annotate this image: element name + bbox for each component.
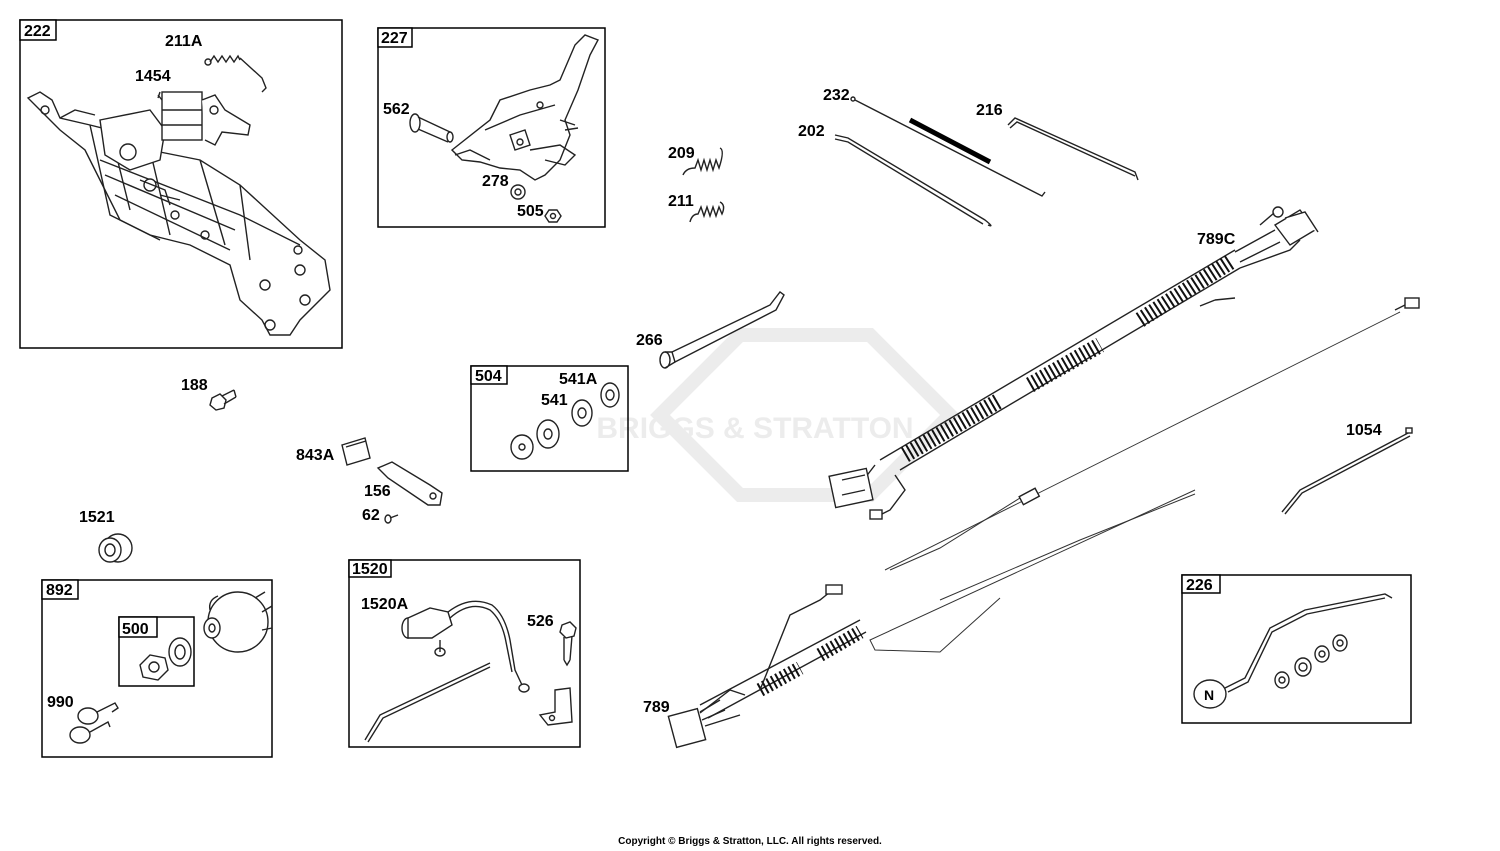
group-226[interactable]: 226 N [1181,574,1412,724]
part-label-188: 188 [181,377,208,394]
box-1520-label: 1520 [352,561,388,578]
switch-1520a-icon [401,600,530,693]
box-500-tag [118,616,158,638]
box-892-frame [41,579,273,758]
rod-202-icon [834,134,992,227]
cap-1521-icon [98,533,133,563]
box-226-tag [1181,574,1221,594]
box-892-tag [41,579,79,600]
group-504[interactable]: 504 541A 541 [470,365,629,472]
control-bracket-1454-icon [157,91,251,146]
lever-156-icon [376,461,443,506]
box-227-label: 227 [381,30,408,47]
part-label-789: 789 [643,699,670,716]
cable-tie-1054-icon [1281,427,1413,515]
part-label-1521: 1521 [79,509,115,526]
washer-541-icon [571,399,593,427]
part-label-202: 202 [798,123,825,140]
part-label-843a: 843A [296,447,335,464]
choke-cable-icon: N [1193,593,1393,709]
svg-text:N: N [1204,687,1214,703]
spring-211a-icon [204,54,267,93]
box-227-tag [377,27,413,48]
box-892-label: 892 [46,582,73,599]
spring-211-icon [689,201,725,223]
group-222[interactable]: 222 [19,19,343,349]
part-label-1054: 1054 [1346,422,1382,439]
rod-232-icon [850,96,1046,197]
rod-216-icon [1007,117,1139,181]
pad-843a-icon [341,437,371,466]
bracket-icon [538,687,573,726]
box-500-label: 500 [122,621,149,638]
part-label-541: 541 [541,392,568,409]
box-504-tag [470,365,508,385]
briggs-stratton-watermark: BRIGGS & STRATTON [596,328,960,502]
cable-tie-icon [364,662,491,743]
group-1520[interactable]: 1520 1520A 526 [348,559,581,748]
part-label-278: 278 [482,173,509,190]
washer-278-icon [510,184,526,200]
governor-bracket-icon [26,91,331,336]
nut-icon [139,654,169,681]
part-label-789c: 789C [1197,231,1236,248]
screw-526-icon [559,621,577,667]
part-label-211a: 211A [165,33,203,50]
box-1520-tag [348,559,392,578]
box-222-tag [19,19,57,41]
part-label-266: 266 [636,332,663,349]
box-222-label: 222 [24,23,51,40]
box-504-frame [470,365,629,472]
box-1520-frame [348,559,581,748]
lock-washer-icon [168,637,192,667]
box-222-frame [19,19,343,349]
washer-541a-icon [600,382,620,408]
box-227-frame [377,27,606,228]
box-504-label: 504 [475,368,502,385]
part-label-1454: 1454 [135,68,171,85]
wire-harness-789-icon [667,297,1420,749]
ignition-switch-icon [203,591,273,653]
washer-icon [510,434,534,460]
part-label-209: 209 [668,145,695,162]
wire-harness-789c-icon [828,206,1319,520]
pin-562-icon [409,113,454,143]
watermark-text: BRIGGS & STRATTON [596,412,913,445]
part-label-216: 216 [976,102,1003,119]
keys-990-icon [69,702,119,744]
part-label-562: 562 [383,101,410,118]
shaft-266-icon [659,291,785,369]
group-892[interactable]: 892 500 990 [41,579,273,758]
copyright-notice: Copyright © Briggs & Stratton, LLC. All … [618,836,882,847]
box-226-label: 226 [1186,577,1213,594]
part-label-541a: 541A [559,371,598,388]
bolt-188-icon [209,389,237,411]
part-label-990: 990 [47,694,74,711]
part-label-62: 62 [362,507,380,524]
part-label-156: 156 [364,483,391,500]
part-label-211: 211 [668,193,694,210]
group-227[interactable]: 227 562 278 505 [377,27,606,228]
spring-209-icon [682,147,723,176]
part-label-232: 232 [823,87,850,104]
part-label-526: 526 [527,613,554,630]
nut-505-icon [544,209,562,223]
bushing-541-icon [536,419,560,449]
part-label-1520a: 1520A [361,596,409,613]
box-226-frame [1181,574,1412,724]
control-plate-icon [450,34,599,181]
screw-62-icon [384,514,399,524]
part-label-505: 505 [517,203,544,220]
